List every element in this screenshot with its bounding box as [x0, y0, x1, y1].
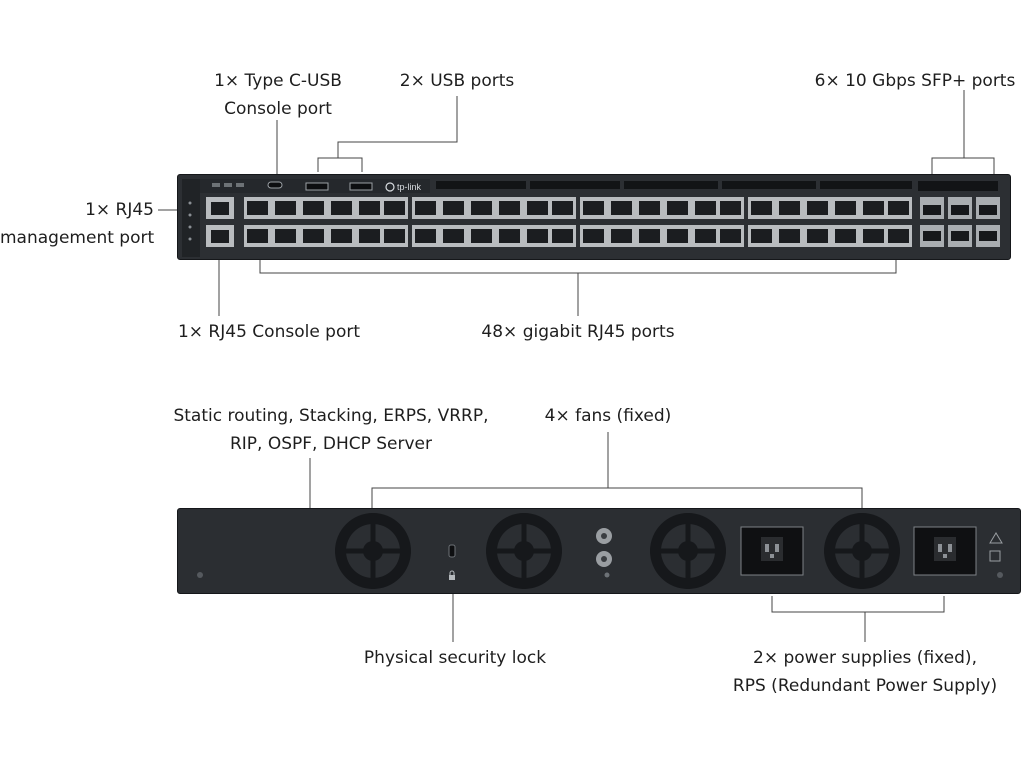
fans-label: 4× fans (fixed) [544, 406, 672, 426]
rj45-console-label: 1× RJ45 Console port [177, 322, 361, 342]
rj45-management-label-line1: 1× RJ45 [85, 200, 154, 220]
tp-link-logo: tp-link [385, 182, 422, 192]
fan-1 [335, 513, 411, 589]
type-c-port [267, 181, 283, 189]
rj45-management-label-line2: management port [0, 228, 155, 248]
power-supply-label-line2: RPS (Redundant Power Supply) [732, 676, 998, 696]
lock-icon [449, 570, 455, 580]
rear-panel-drawing [197, 513, 1003, 589]
usb-ports-label: 2× USB ports [399, 71, 515, 91]
switch-front-panel: tp-link [177, 174, 1011, 260]
usb-port-1 [305, 182, 329, 191]
gigabit-port-array [244, 197, 912, 247]
rj45-management-label: 1× RJ45 management port [0, 196, 154, 252]
sfp-port-array [918, 181, 1000, 247]
gigabit-ports-label: 48× gigabit RJ45 ports [481, 322, 675, 342]
switch-rear-panel [177, 508, 1021, 594]
features-label-line2: RIP, OSPF, DHCP Server [229, 434, 433, 454]
type-c-console-label: 1× Type C-USB Console port [200, 67, 356, 123]
power-supply-label-line1: 2× power supplies (fixed), [753, 648, 977, 668]
features-label-line1: Static routing, Stacking, ERPS, VRRP, [173, 406, 489, 426]
type-c-console-label-line2: Console port [224, 99, 332, 119]
power-supply-2 [740, 526, 804, 576]
front-panel-drawing: tp-link [182, 179, 1000, 257]
ground-terminals [596, 528, 612, 578]
power-supply-label: 2× power supplies (fixed), RPS (Redundan… [720, 644, 1010, 700]
warning-icon [989, 532, 1003, 544]
fan-4 [824, 513, 900, 589]
power-supply-1 [913, 526, 977, 576]
type-c-console-label-line1: 1× Type C-USB [214, 71, 342, 91]
hot-surface-icon [989, 550, 1001, 562]
fan-2 [486, 513, 562, 589]
sfp-ports-label: 6× 10 Gbps SFP+ ports [814, 71, 1016, 91]
security-lock-slot [448, 544, 456, 558]
usb-port-2 [349, 182, 373, 191]
fan-3 [650, 513, 726, 589]
security-lock-label: Physical security lock [363, 648, 547, 668]
brand-text: tp-link [397, 182, 422, 192]
features-label: Static routing, Stacking, ERPS, VRRP, RI… [166, 402, 496, 458]
